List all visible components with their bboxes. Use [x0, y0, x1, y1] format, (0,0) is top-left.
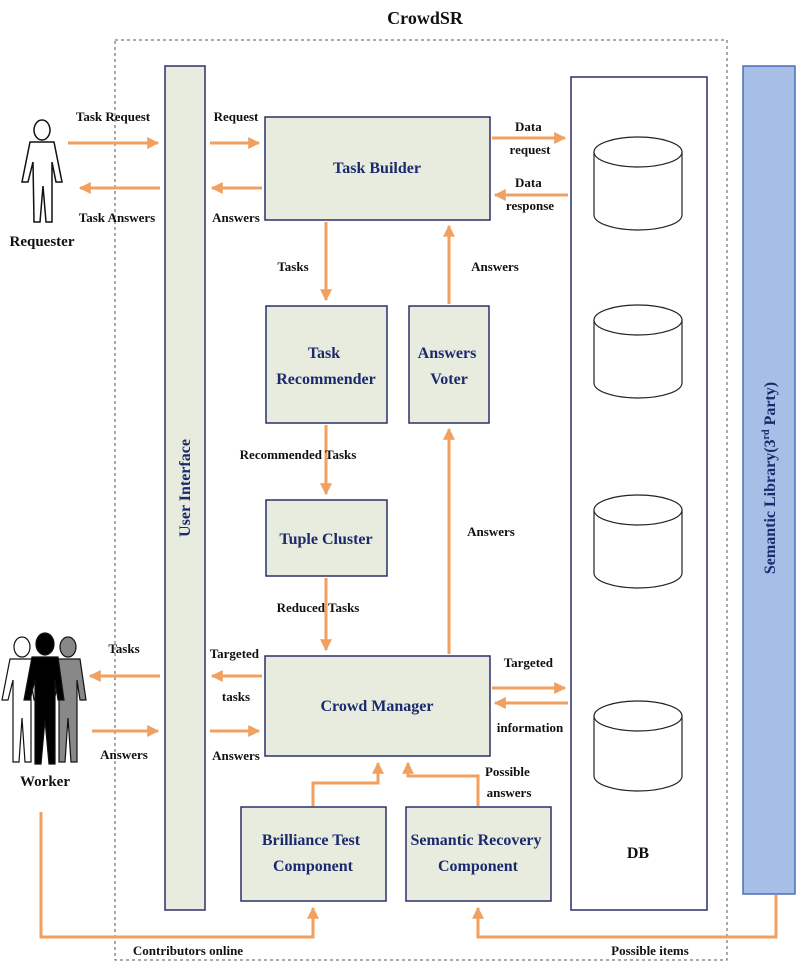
label-worker-tasks: Tasks [108, 641, 139, 656]
tuple-cluster-box [265, 499, 388, 577]
arrow-contributors-online [39, 812, 319, 939]
worker-label: Worker [20, 774, 70, 790]
worker-icon [1, 632, 87, 765]
label-answers-mid: Answers [467, 524, 515, 539]
label-data-response: Data response [506, 175, 554, 213]
label-answers-top: Answers [212, 210, 260, 225]
arrow-possible-items [472, 895, 778, 939]
db-label: DB [627, 845, 650, 862]
label-worker-answers: Answers [100, 747, 148, 762]
semantic-recovery-box [405, 806, 552, 902]
db-cylinder-3 [593, 494, 683, 589]
label-task-request: Task Request [76, 109, 151, 124]
label-recommended-tasks: Recommended Tasks [240, 447, 357, 462]
label-targeted-information: Targeted information [497, 655, 564, 735]
user-interface-bar [164, 65, 206, 911]
answers-voter-box [408, 305, 490, 424]
task-recommender-box [265, 305, 388, 424]
crowdsr-boundary [114, 39, 728, 961]
brilliance-test-label: Brilliance Test Component [262, 832, 364, 875]
label-answers-up: Answers [471, 259, 519, 274]
label-reduced-tasks: Reduced Tasks [277, 600, 360, 615]
arrow-semantic-to-crowd [402, 761, 480, 806]
label-contributors-online: Contributors online [133, 943, 243, 958]
arrow-brilliance-to-crowd [311, 761, 384, 806]
semantic-library-label: Semantic Library(3rd Party) [761, 382, 779, 574]
task-recommender-label: Task Recommender [276, 345, 376, 388]
brilliance-test-box [240, 806, 387, 902]
label-ui-answers: Answers [212, 748, 260, 763]
label-task-answers: Task Answers [79, 210, 155, 225]
diagram-title: CrowdSR [387, 8, 464, 28]
semantic-recovery-label: Semantic Recovery Component [410, 832, 545, 875]
label-possible-items: Possible items [611, 943, 689, 958]
label-request: Request [214, 109, 259, 124]
db-cylinder-4 [593, 700, 683, 792]
requester-icon [21, 119, 63, 223]
requester-label: Requester [10, 234, 75, 250]
answers-voter-label: Answers Voter [418, 345, 481, 388]
task-builder-box [264, 116, 491, 221]
label-targeted-tasks: Targeted tasks [210, 646, 263, 704]
task-builder-label: Task Builder [333, 160, 421, 177]
db-cylinder-2 [593, 304, 683, 399]
label-data-request: Data request [510, 119, 552, 157]
arrows [39, 132, 778, 939]
user-interface-label: User Interface [177, 439, 194, 537]
label-possible-answers: Possible answers [485, 764, 533, 800]
label-tasks-down: Tasks [277, 259, 308, 274]
tuple-cluster-label: Tuple Cluster [279, 531, 372, 548]
crowd-manager-box [264, 655, 491, 757]
semantic-library-bar [742, 65, 796, 895]
crowd-manager-label: Crowd Manager [320, 698, 433, 715]
db-cylinder-1 [593, 136, 683, 231]
